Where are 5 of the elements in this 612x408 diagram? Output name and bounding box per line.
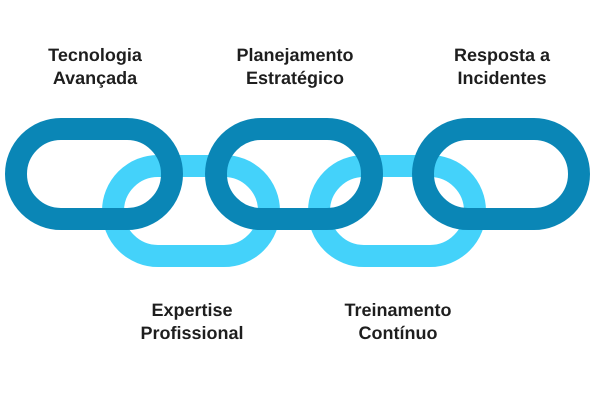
link-label: Planejamento Estratégico xyxy=(235,44,355,90)
link-label: Treinamento Contínuo xyxy=(343,299,453,345)
link-label: Resposta a Incidentes xyxy=(452,44,552,90)
link-label: Expertise Profissional xyxy=(139,299,245,345)
link-label: Tecnologia Avançada xyxy=(47,44,143,90)
